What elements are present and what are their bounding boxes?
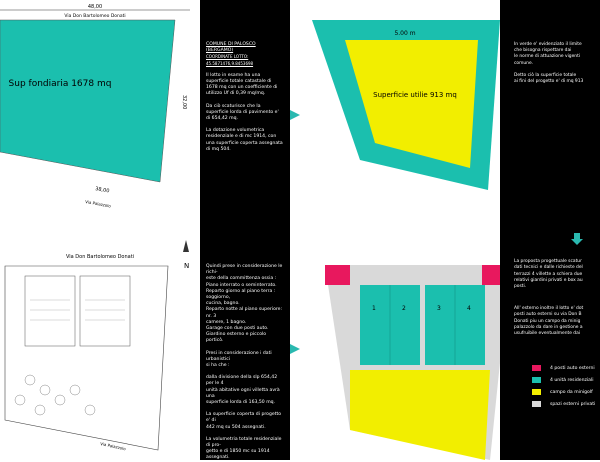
unit-3: 3 bbox=[437, 305, 441, 312]
legend-item: campo da minigolf bbox=[532, 386, 595, 398]
usable-description: In verde e' evidenziato il limite che bi… bbox=[500, 0, 600, 460]
arrow-right-icon bbox=[290, 110, 300, 120]
text-coverage: La superficie coperta di progetto e' di … bbox=[206, 412, 282, 430]
heading-coordinates: COORDINATE LOTTO: 45.5871476,9.8453698 bbox=[206, 54, 254, 66]
legend-item: 4 posti auto esterni bbox=[532, 362, 595, 374]
unit-4: 4 bbox=[467, 305, 471, 312]
legend-item: spazi esterni privati bbox=[532, 398, 595, 410]
text-p2: Da ciò scaturisce che la superficie lord… bbox=[206, 103, 279, 122]
north-arrow-icon bbox=[183, 240, 189, 252]
dim-top: 48,00 bbox=[88, 4, 102, 10]
text-proposal: La proposta progettuale scatur dati tecn… bbox=[514, 259, 583, 290]
text-p1: Il lotto in esame ha una superficie tota… bbox=[206, 72, 278, 97]
lot-area-label: Sup fondiaria 1678 mq bbox=[9, 79, 112, 89]
north-label: N bbox=[184, 262, 189, 270]
dim-right: 32,00 bbox=[181, 95, 187, 109]
text-total: Detto ciò la superficie totale ai fini d… bbox=[514, 72, 584, 85]
text-division: dalla divisione della slp 654,42 per le … bbox=[206, 375, 280, 406]
unit-1: 1 bbox=[372, 305, 376, 312]
text-limit: In verde e' evidenziato il limite che bi… bbox=[514, 42, 582, 66]
legend-item: 4 unità residenziali bbox=[532, 374, 595, 386]
setback-dim: 5.00 m bbox=[394, 30, 415, 37]
legend: 4 posti auto esterni 4 unità residenzial… bbox=[532, 362, 595, 410]
plan-lot-area: 48,00 Via Don Bartolomeo Donati Sup fond… bbox=[0, 0, 200, 232]
text-p3: La dotazione volumetrica residenziale e … bbox=[206, 128, 283, 152]
unit-2: 2 bbox=[402, 305, 406, 312]
site-plan-drawing: Via Don Bartolomeo Donati Via Palazzolo … bbox=[0, 240, 200, 460]
text-urban: Presi in considerazione i dati urbanisti… bbox=[206, 350, 272, 369]
arrow-down-icon bbox=[574, 233, 580, 240]
usable-area-label: Superficie utilie 913 mq bbox=[373, 91, 457, 99]
text-requirements: Quindi prese in considerazione le richi-… bbox=[206, 264, 283, 344]
zoning-plan: 1 2 3 4 bbox=[300, 240, 500, 460]
plan-usable-area: 5.00 m Superficie utilie 913 mq bbox=[300, 0, 500, 232]
street-label-bottom: Via Don Bartolomeo Donati bbox=[66, 254, 134, 260]
dim-bottom: 38,00 bbox=[95, 186, 110, 194]
street-bottom-label: Via Palazzolo bbox=[85, 199, 112, 209]
project-data: Quindi prese in considerazione le richi-… bbox=[200, 256, 290, 460]
heading-comune: COMUNE DI PALOSCO (BERGAMO) bbox=[206, 42, 256, 54]
text-volume: La volumetria totale residenziale di pro… bbox=[206, 436, 282, 461]
arrow-right-icon-2 bbox=[290, 344, 300, 354]
street-bottom-label-2: Via Palazzolo bbox=[100, 441, 127, 451]
text-external: All' esterno inoltre il lotto e' dot pos… bbox=[514, 306, 584, 337]
street-label: Via Don Bartolomeo Donati bbox=[64, 13, 125, 19]
